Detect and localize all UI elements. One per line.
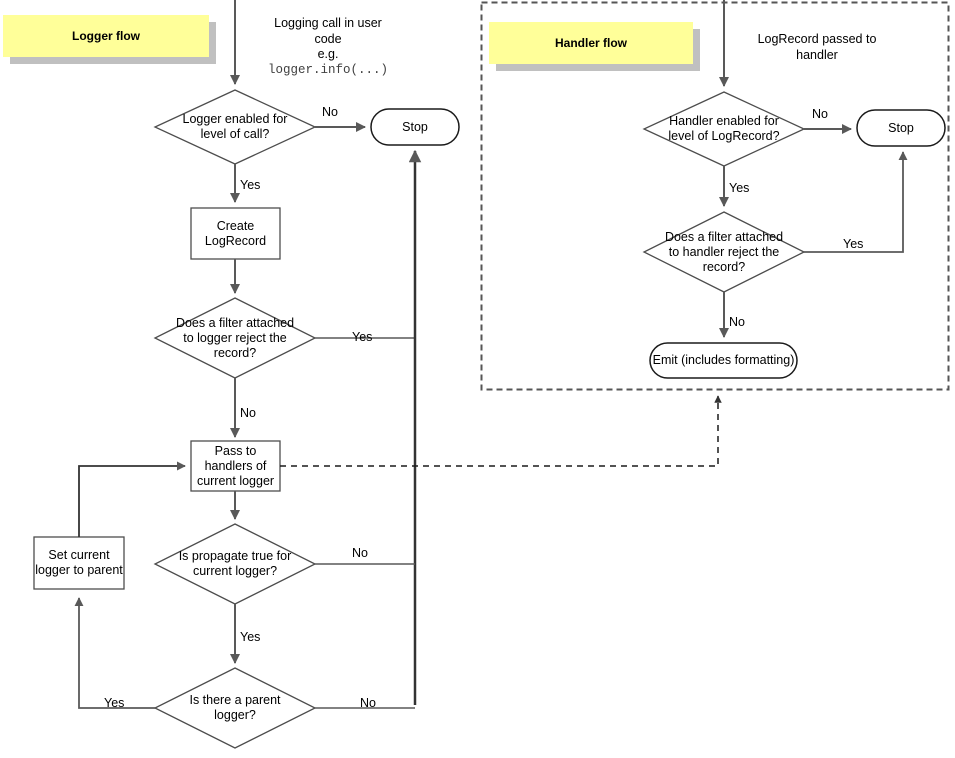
logger-entry-caption-code: logger.info(...) bbox=[267, 62, 389, 77]
edge-label-logger-enabled-yes: Yes bbox=[240, 178, 261, 192]
node-pass-to-handlers bbox=[190, 440, 281, 492]
handler-entry-caption-line-1: LogRecord passed to bbox=[757, 32, 877, 46]
logger-entry-caption-line-3: e.g. bbox=[317, 47, 339, 61]
edge-label-is-propagate-yes: Yes bbox=[240, 630, 261, 644]
edge-label-logger-filter-yes: Yes bbox=[352, 330, 373, 344]
node-set-current-logger bbox=[33, 536, 125, 590]
edge-handlers-to-handler-flow bbox=[280, 395, 722, 467]
edge-label-is-propagate-no: No bbox=[352, 546, 368, 560]
edge-label-handler-enabled-yes: Yes bbox=[729, 181, 750, 195]
handler-flow-title: Handler flow bbox=[489, 22, 693, 64]
node-emit bbox=[649, 342, 798, 379]
edge-label-handler-filter-no: No bbox=[729, 315, 745, 329]
edge-label-has-parent-yes: Yes bbox=[104, 696, 125, 710]
node-is-propagate bbox=[153, 523, 317, 605]
edge-label-logger-filter-no: No bbox=[240, 406, 256, 420]
edge-label-has-parent-no: No bbox=[360, 696, 376, 710]
handler-entry-caption-line-2: handler bbox=[796, 47, 838, 62]
edge-has-parent-yes bbox=[74, 597, 155, 709]
edge-handler-filter-yes bbox=[804, 151, 908, 253]
node-logger-filter bbox=[153, 297, 317, 379]
edge-set-logger-to-pass bbox=[78, 461, 186, 537]
handler-entry-caption: LogRecord passed to handler bbox=[727, 32, 907, 63]
edge-label-handler-filter-yes: Yes bbox=[843, 237, 864, 251]
edge-label-logger-enabled-no: No bbox=[322, 105, 338, 119]
logger-entry-caption-line-2: code bbox=[314, 31, 342, 46]
node-logger-stop bbox=[370, 108, 460, 146]
logger-entry-caption-line-1: Logging call in user bbox=[274, 16, 382, 30]
node-handler-filter bbox=[642, 211, 806, 293]
node-handler-stop bbox=[856, 109, 946, 147]
logger-entry-caption: Logging call in user code e.g. logger.in… bbox=[238, 16, 418, 78]
logger-flow-title: Logger flow bbox=[3, 15, 209, 57]
node-create-logrecord bbox=[190, 207, 281, 260]
node-has-parent bbox=[153, 667, 317, 749]
node-logger-enabled bbox=[153, 89, 317, 165]
edge-label-handler-enabled-no: No bbox=[812, 107, 828, 121]
node-handler-enabled bbox=[642, 91, 806, 167]
handler-flow-container bbox=[480, 1, 950, 391]
